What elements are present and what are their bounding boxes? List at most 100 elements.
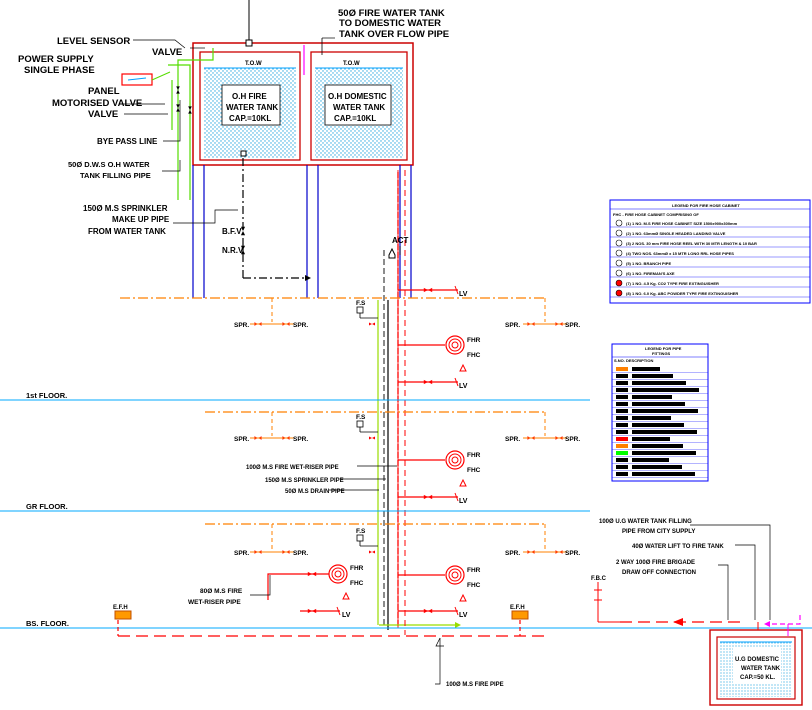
- fire-brigade-connection: [594, 582, 620, 623]
- fhc-label: FHC: [467, 352, 481, 359]
- spr-label: SPR.: [234, 436, 249, 443]
- legend-cabinet-item: (1) 1 NO. M.S FIRE HOSE CABINET SIZE 150…: [626, 221, 738, 226]
- legend-cabinet-symbol-icon: [615, 259, 623, 267]
- fire-hose-reel-icon: [445, 450, 465, 470]
- legend-pipe-description: [632, 472, 695, 476]
- spr-label: SPR.: [293, 322, 308, 329]
- panel-label: PANEL: [88, 86, 120, 97]
- fs-label: F.S: [356, 414, 366, 421]
- legend-pipe-description: [632, 374, 673, 378]
- legend-pipe-swatch: [616, 437, 628, 441]
- legend-pipe-title-2: FITTINGS: [652, 351, 671, 356]
- fs-label: F.S: [356, 300, 366, 307]
- legend-pipe-description: [632, 367, 660, 371]
- legend-pipe-swatch: [616, 451, 628, 455]
- legend-pipe-description: [632, 458, 669, 462]
- legend-pipe-description: [632, 388, 699, 392]
- legend-cabinet-item: (4) TWO NOS. 63mmØ x 15 MTR LONG RRL HOS…: [626, 251, 734, 256]
- legend-cabinet-subtitle: FHC - FIRE HOSE CABINET COMPRISING OF: [613, 212, 699, 217]
- fhc-label: FHC: [350, 580, 364, 587]
- fire-tank-line3: CAP.=10KL: [229, 114, 271, 123]
- legend-cabinet-symbol-icon: [615, 219, 623, 227]
- fire-pipe-label: 100Ø M.S FIRE PIPE: [446, 682, 504, 688]
- fire-tank-line2: WATER TANK: [226, 103, 278, 112]
- ug-tank-line1: U.G DOMESTIC: [735, 657, 780, 663]
- sprinkler-makeup-label: 150Ø M.S SPRINKLER: [83, 204, 168, 213]
- dws-fill-label: 50Ø D.W.S O.H WATER: [68, 160, 150, 169]
- legend-pipe-title: LEGEND FOR PIPE: [645, 346, 682, 351]
- fire-hose-reel-icon: [328, 564, 348, 584]
- legend-pipe-swatch: [616, 465, 628, 469]
- sprinkler-makeup-pipe: [242, 158, 305, 279]
- drain-riser: [377, 300, 461, 628]
- ug-fill-label-2: PIPE FROM CITY SUPPLY: [622, 529, 695, 535]
- lv-label: LV: [459, 612, 468, 619]
- legend-pipe-swatch: [616, 409, 628, 413]
- legend-pipe-description: [632, 402, 685, 406]
- legend-pipe: LEGEND FOR PIPE FITTINGS S.NO. DESCRIPTI…: [611, 343, 709, 482]
- legend-pipe-description: [632, 430, 697, 434]
- domestic-tank-tow: T.O.W: [343, 61, 360, 67]
- fire-tank-pipe-label: 50Ø FIRE WATER TANK: [338, 8, 445, 19]
- ug-tank-line3: CAP.=50 KL.: [740, 675, 775, 681]
- bfv-label: B.F.V: [222, 227, 242, 236]
- legend-cabinet-item: (7) 1 NO. 4.5 Kg. CO2 TYPE FIRE EXTINGUI…: [626, 281, 719, 286]
- valve-lower-label: VALVE: [88, 109, 118, 120]
- fire-tank-pipe-label-2: TO DOMESTIC WATER: [339, 18, 441, 29]
- bs-riser-label-2: WET-RISER PIPE: [188, 599, 241, 606]
- efh-label: E.F.H: [113, 605, 128, 611]
- legend-pipe-header: S.NO. DESCRIPTION: [614, 358, 653, 363]
- wet-riser-label: 100Ø M.S FIRE WET-RISER PIPE: [246, 465, 339, 471]
- fire-tank-tow: T.O.W: [245, 61, 262, 67]
- legend-pipe-description: [632, 409, 698, 413]
- spr-label: SPR.: [565, 322, 580, 329]
- legend-pipe-swatch: [616, 423, 628, 427]
- lv-label: LV: [459, 498, 468, 505]
- floor-gr-label: GR FLOOR.: [26, 502, 68, 511]
- legend-cabinet-symbol-icon: [615, 239, 623, 247]
- legend-pipe-description: [632, 444, 683, 448]
- legend-cabinet-symbol-icon: [615, 279, 623, 287]
- water-lift-label: 40Ø WATER LIFT TO FIRE TANK: [632, 544, 724, 550]
- efh-right: [511, 610, 529, 620]
- legend-cabinet-item: (2) 1 NO. 63mmØ SINGLE HEADED LANDING VA…: [626, 231, 726, 236]
- legend-cabinet-item: (6) 1 NO. FIREMAN'S AXE: [626, 271, 675, 276]
- floor-lines: [0, 399, 812, 629]
- legend-pipe-description: [632, 437, 670, 441]
- motorised-valve-label: MOTORISED VALVE: [52, 98, 142, 109]
- legend-pipe-swatch: [616, 395, 628, 399]
- spr-label: SPR.: [565, 550, 580, 557]
- fire-tank-line1: O.H FIRE: [232, 92, 267, 101]
- legend-pipe-swatch: [616, 472, 628, 476]
- spr-label: SPR.: [505, 436, 520, 443]
- fhr-label: FHR: [467, 452, 481, 459]
- legend-cabinet-item: (5) 1 NO. BRANCH PIPE: [626, 261, 671, 266]
- spr-label: SPR.: [505, 322, 520, 329]
- legend-pipe-description: [632, 423, 684, 427]
- overhead-tank-structure: [192, 0, 414, 298]
- legend-pipe-swatch: [616, 388, 628, 392]
- bs-riser-label: 80Ø M.S FIRE: [200, 588, 243, 595]
- sprinkler-makeup-label-3: FROM WATER TANK: [88, 227, 166, 236]
- legend-pipe-swatch: [616, 444, 628, 448]
- drain-pipe-label: 50Ø M.S DRAIN PIPE: [285, 489, 345, 495]
- brigade-label-2: DRAW OFF CONNECTION: [622, 570, 696, 576]
- ug-fill-label: 100Ø U.G WATER TANK FILLING: [599, 519, 692, 525]
- basement-fire-main: [118, 621, 740, 637]
- flow-switches: [356, 306, 378, 547]
- ug-tank: [709, 629, 803, 706]
- act-label: ACT: [392, 236, 409, 245]
- spr-label: SPR.: [293, 436, 308, 443]
- spr-label: SPR.: [293, 550, 308, 557]
- fire-tank-pipe-label-3: TANK OVER FLOW PIPE: [339, 29, 449, 40]
- legend-cabinet-item: (8) 1 NO. 6.0 Kg. ABC POWDER TYPE FIRE E…: [626, 291, 738, 296]
- legend-pipe-swatch: [616, 381, 628, 385]
- lv-label: LV: [459, 383, 468, 390]
- fs-label: F.S: [356, 528, 366, 535]
- fire-hose-reel-icon: [445, 335, 465, 355]
- legend-pipe-swatch: [616, 402, 628, 406]
- legend-pipe-swatch: [616, 430, 628, 434]
- ug-tank-line2: WATER TANK: [741, 666, 781, 672]
- fire-branches: [267, 289, 458, 612]
- lv-label: LV: [342, 612, 351, 619]
